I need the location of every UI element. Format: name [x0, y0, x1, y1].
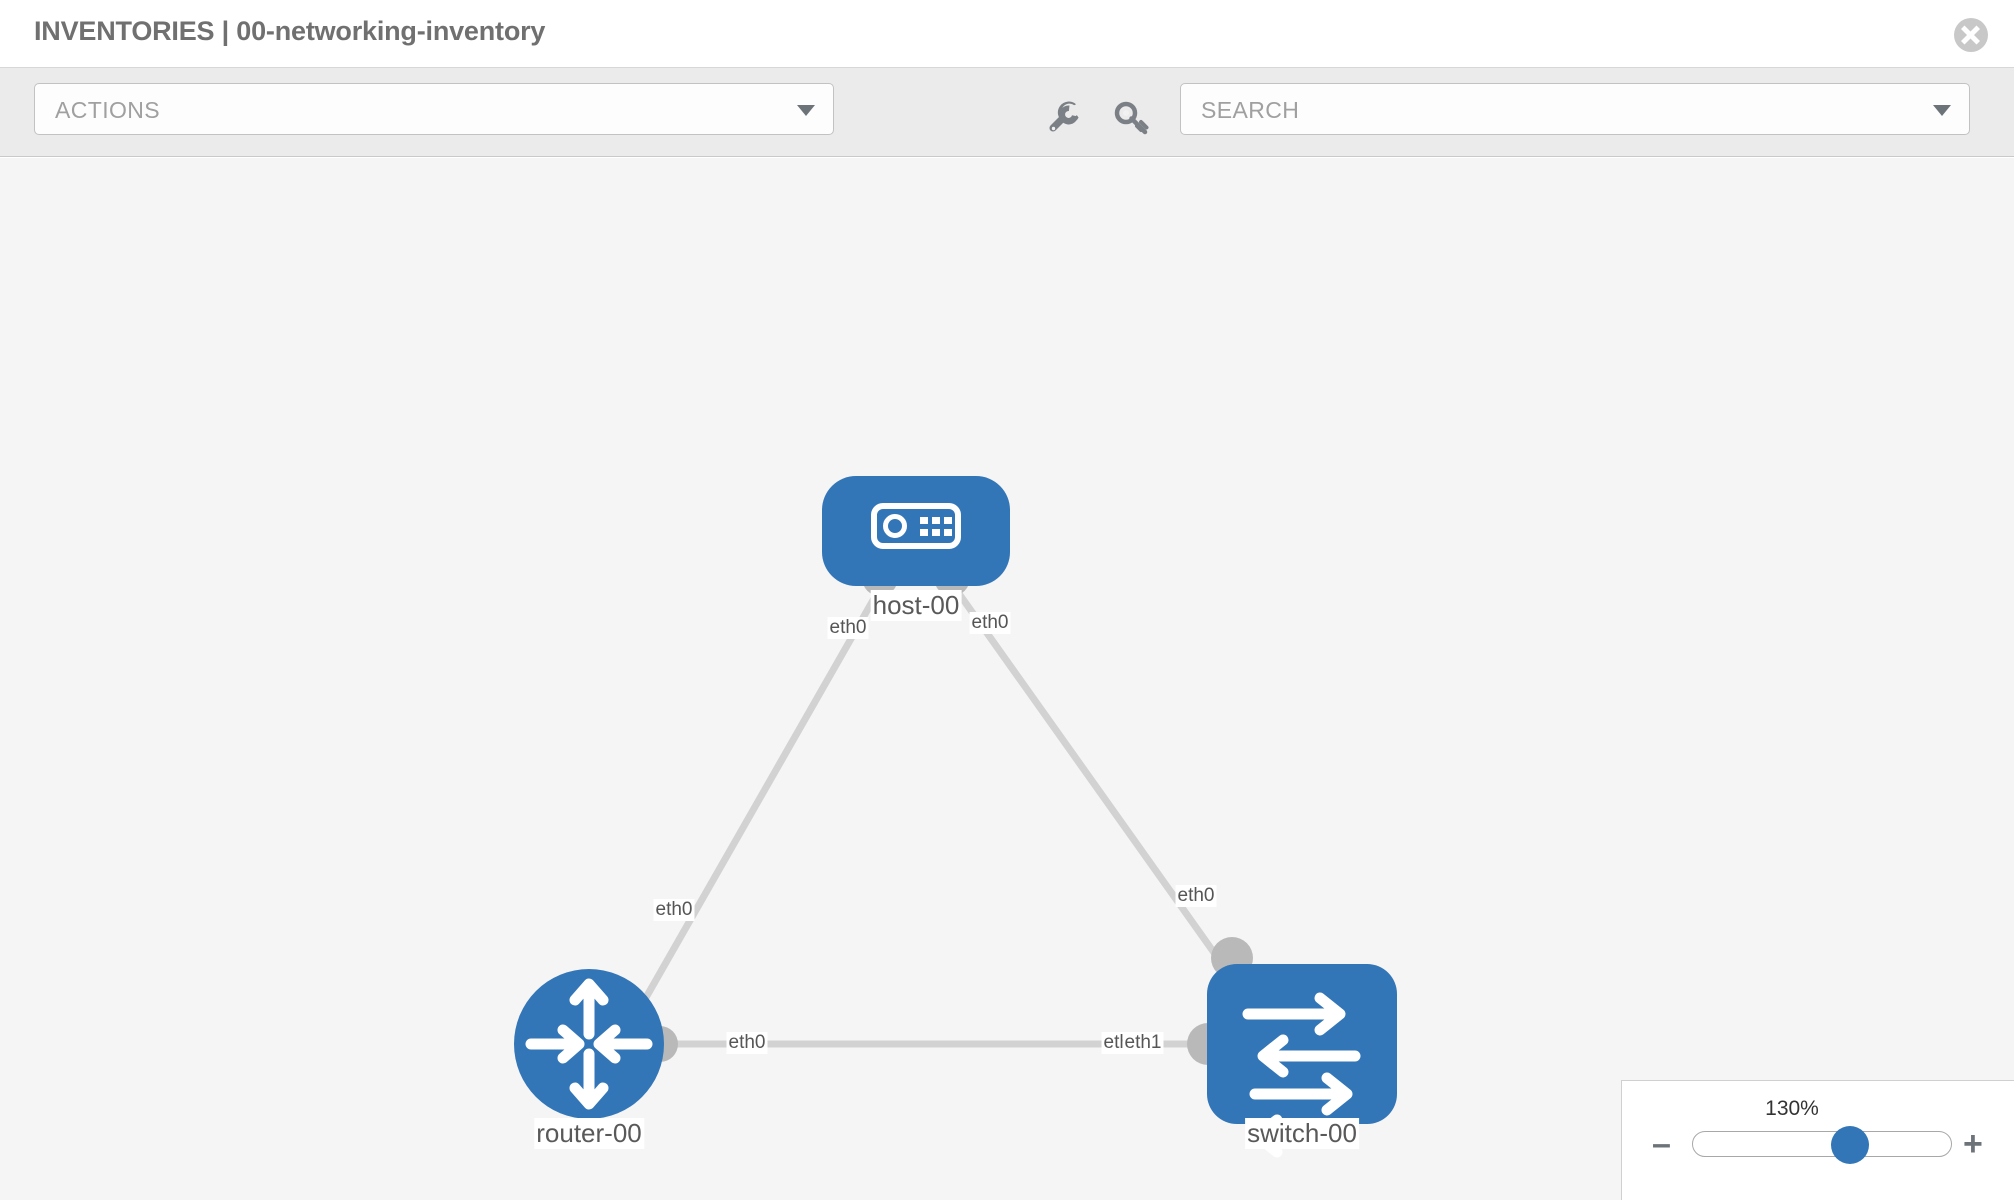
page-title: INVENTORIES | 00-networking-inventory	[34, 16, 546, 46]
wrench-icon[interactable]	[1043, 96, 1087, 140]
zoom-slider[interactable]	[1692, 1126, 1952, 1164]
search-input[interactable]: SEARCH	[1180, 83, 1970, 135]
server-icon	[871, 503, 961, 549]
node-router-00	[514, 969, 664, 1119]
wrench-glyph	[1049, 101, 1079, 132]
chevron-down-icon[interactable]	[1933, 105, 1951, 116]
zoom-percent-label: 130%	[1765, 1097, 1819, 1120]
edge-label-router-eth0-east: eth0	[726, 1032, 768, 1054]
node-label-host-00[interactable]: host-00	[870, 590, 962, 621]
connector-dots-layer	[642, 560, 1253, 1065]
edge-label-switch-eth1-west: eth1	[1122, 1032, 1164, 1054]
key-icon[interactable]	[1110, 96, 1154, 140]
node-host-00	[822, 476, 1010, 586]
actions-dropdown-label: ACTIONS	[55, 97, 161, 123]
zoom-control-panel: 130% – +	[1621, 1080, 2014, 1200]
edge-label-switch-eth0-north: eth0	[1175, 885, 1217, 907]
node-label-switch-00[interactable]: switch-00	[1245, 1118, 1359, 1149]
router-arrows-icon	[525, 978, 653, 1110]
chevron-down-icon	[797, 105, 815, 116]
topology-canvas[interactable]: host-00 router-00 switch-00 eth0 eth0 et…	[0, 158, 2014, 1200]
link-host-switch	[952, 585, 1235, 981]
zoom-slider-thumb[interactable]	[1831, 1126, 1870, 1164]
links-layer	[636, 585, 1235, 1048]
link-host-router	[636, 586, 884, 1010]
edge-label-router-eth0-north: eth0	[653, 899, 695, 921]
close-icon[interactable]	[1954, 18, 1988, 52]
zoom-out-button[interactable]: –	[1652, 1125, 1671, 1163]
search-placeholder: SEARCH	[1201, 97, 1300, 123]
title-bar: INVENTORIES | 00-networking-inventory	[0, 0, 2014, 68]
node-label-router-00[interactable]: router-00	[534, 1118, 644, 1149]
topology-graph	[514, 476, 1397, 1158]
zoom-in-button[interactable]: +	[1963, 1125, 1983, 1163]
edge-label-host-eth0-right: eth0	[969, 612, 1011, 634]
edge-label-host-eth0-left: eth0	[827, 617, 869, 639]
key-glyph	[1114, 101, 1149, 135]
close-x-glyph	[1961, 25, 1980, 45]
actions-dropdown[interactable]: ACTIONS	[34, 83, 834, 135]
